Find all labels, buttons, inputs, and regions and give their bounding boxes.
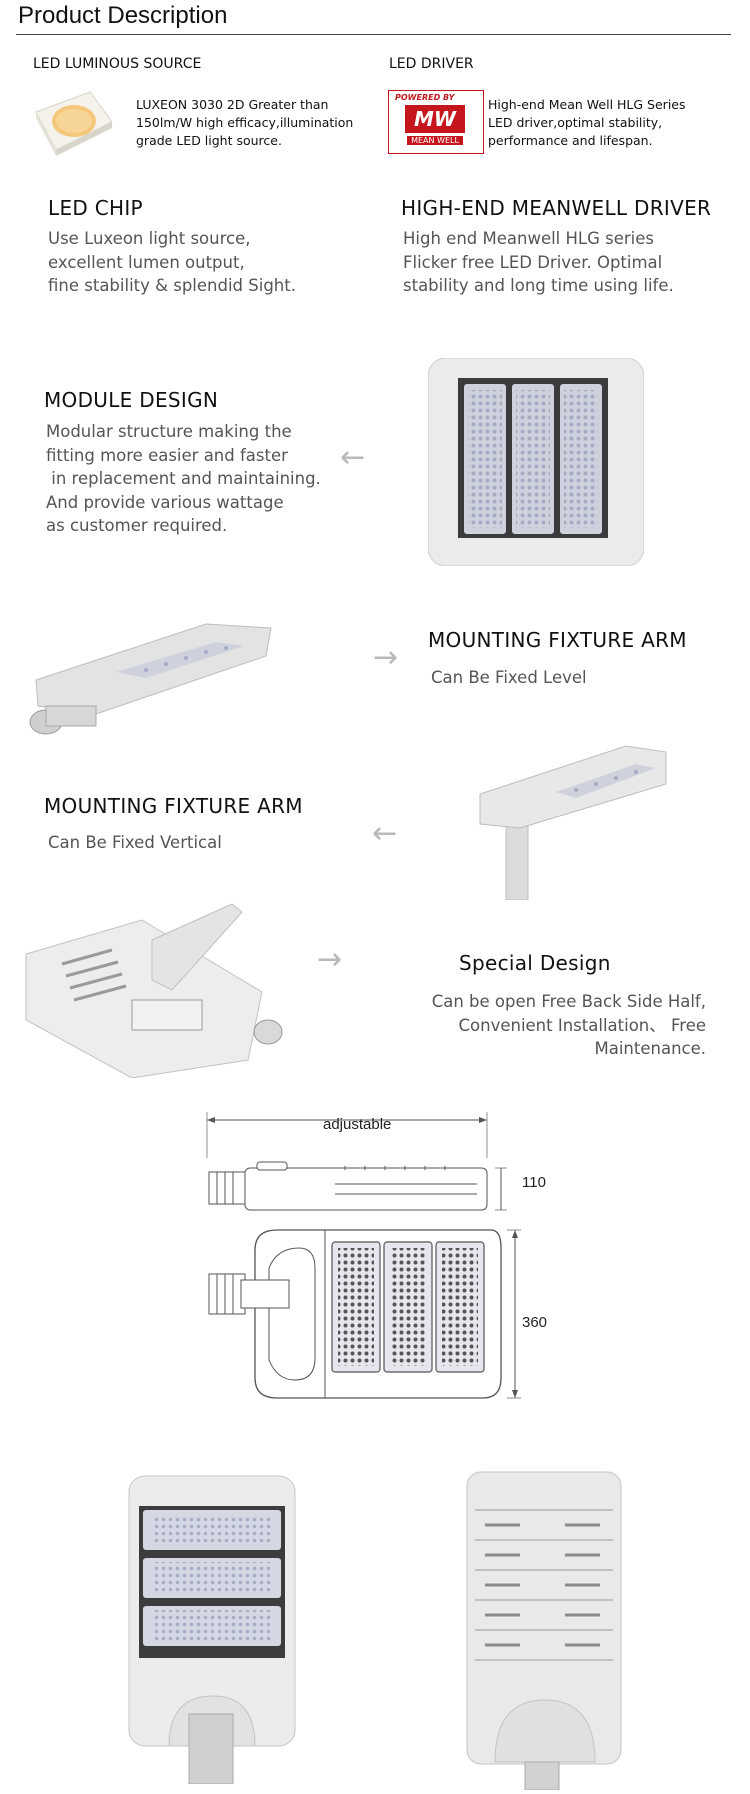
- arrow-left-icon: ←: [372, 816, 398, 851]
- led-source-heading: LED LUMINOUS SOURCE: [33, 56, 202, 72]
- led-chip-image: [30, 88, 114, 156]
- driver-desc: High end Meanwell HLG series Flicker fre…: [403, 227, 674, 298]
- special-line: Can be open Free Back Side Half,: [431, 992, 706, 1011]
- module-title: MODULE DESIGN: [44, 388, 219, 412]
- logo-meanwell: MEAN WELL: [407, 136, 463, 145]
- back-view-image: [465, 1470, 625, 1791]
- module-line: Modular structure making the: [46, 422, 292, 441]
- driver-line: stability and long time using life.: [403, 276, 674, 295]
- arm-vertical-subtitle: Can Be Fixed Vertical: [48, 833, 222, 852]
- led-chip-line: Use Luxeon light source,: [48, 229, 251, 248]
- driver-line: High end Meanwell HLG series: [403, 229, 655, 248]
- led-chip-line: fine stability & splendid Sight.: [48, 276, 296, 295]
- led-chip-line: excellent lumen output,: [48, 252, 245, 272]
- header-divider: [16, 34, 731, 35]
- dim-length-label: 360: [522, 1314, 548, 1331]
- module-line: And provide various wattage: [46, 492, 284, 512]
- arrow-right-icon: →: [317, 942, 343, 977]
- led-chip-desc: Use Luxeon light source, excellent lumen…: [48, 227, 296, 298]
- led-chip-title: LED CHIP: [48, 196, 143, 220]
- special-title: Special Design: [459, 951, 611, 975]
- led-driver-text: High-end Mean Well HLG Series LED driver…: [488, 97, 686, 148]
- arrow-left-icon: ←: [340, 440, 366, 475]
- dim-adjustable-label: adjustable: [323, 1116, 392, 1133]
- dimension-drawing: [195, 1098, 555, 1408]
- arrow-right-icon: →: [373, 640, 399, 675]
- driver-title: HIGH-END MEANWELL DRIVER: [401, 196, 712, 220]
- module-image: [427, 357, 645, 567]
- special-desc: Can be open Free Back Side Half, Conveni…: [352, 990, 706, 1061]
- dim-height-label: 110: [522, 1174, 546, 1191]
- arm-level-title: MOUNTING FIXTURE ARM: [428, 628, 687, 652]
- led-source-text: LUXEON 3030 2D Greater than 150lm/W high…: [136, 97, 354, 148]
- front-view-image: [125, 1474, 300, 1785]
- driver-line: Flicker free LED Driver. Optimal: [403, 252, 663, 272]
- arm-level-subtitle: Can Be Fixed Level: [431, 668, 587, 687]
- logo-powered-by: POWERED BY: [395, 93, 455, 102]
- led-driver-heading: LED DRIVER: [389, 56, 474, 72]
- page-title: Product Description: [18, 2, 228, 29]
- open-fixture-image: [22, 900, 292, 1079]
- module-desc: Modular structure making the fitting mor…: [46, 420, 321, 538]
- logo-mw: MW: [405, 105, 465, 133]
- module-line: fitting more easier and faster: [46, 445, 288, 465]
- arm-vertical-title: MOUNTING FIXTURE ARM: [44, 794, 303, 818]
- module-line: in replacement and maintaining.: [46, 469, 321, 488]
- module-line: as customer required.: [46, 516, 228, 535]
- meanwell-logo: POWERED BY MW MEAN WELL: [388, 90, 484, 154]
- fixture-level-image: [26, 610, 276, 740]
- special-line: Convenient Installation、 Free Maintenanc…: [458, 1015, 707, 1059]
- fixture-vertical-image: [476, 744, 670, 901]
